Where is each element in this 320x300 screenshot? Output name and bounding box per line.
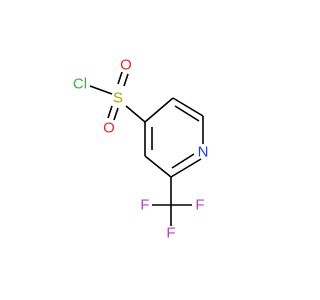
bond-c2-c3: [144, 155, 172, 178]
atom-chlorine: Cl: [73, 76, 87, 93]
atom-oxygen-top: O: [120, 57, 132, 74]
bond-n-c2-inner: [171, 153, 195, 169]
bond-s-o-bottom-b: [113, 107, 119, 121]
atom-labels: Cl S O O N F F F: [73, 57, 209, 242]
molecule-structure-diagram: Cl S O O N F F F: [73, 57, 209, 242]
bond-c4-s: [125, 105, 146, 123]
atom-oxygen-bottom: O: [103, 120, 115, 137]
bond-c5-c6-inner: [174, 105, 200, 122]
atom-fluorine-left: F: [140, 197, 149, 214]
atom-sulfur: S: [113, 90, 123, 107]
bond-c4-c5: [144, 97, 174, 123]
bonds: [89, 71, 204, 226]
bond-s-cl: [89, 85, 113, 95]
atom-fluorine-bottom: F: [166, 225, 175, 242]
atom-fluorine-right: F: [195, 197, 204, 214]
bond-s-o-bottom-a: [107, 105, 113, 119]
bond-n-c2: [170, 158, 202, 178]
bond-s-o-top-a: [117, 71, 123, 85]
atom-nitrogen: N: [198, 144, 209, 161]
bond-s-o-top-b: [123, 73, 129, 87]
bond-c5-c6: [172, 97, 204, 117]
